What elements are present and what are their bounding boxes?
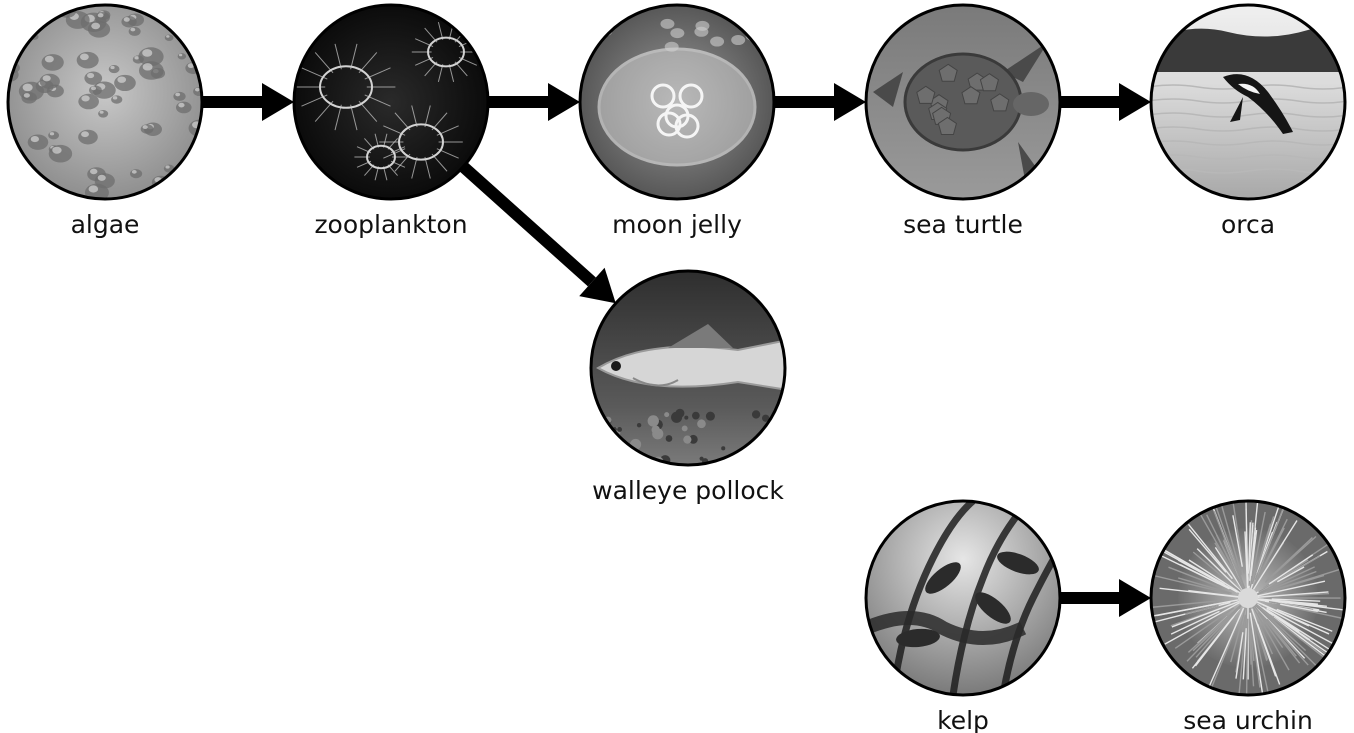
orca-label: orca	[1221, 210, 1275, 239]
node-sea-turtle: sea turtle	[866, 5, 1060, 239]
node-sea-urchin: sea urchin	[1144, 495, 1349, 733]
node-kelp: kelp	[866, 501, 1060, 733]
node-orca: orca	[1148, 5, 1348, 239]
algae-label: algae	[71, 210, 140, 239]
moon-jelly-label: moon jelly	[612, 210, 742, 239]
sea-urchin-label: sea urchin	[1183, 706, 1313, 733]
sea-urchin-photo	[1144, 495, 1349, 703]
arrow-kelp-to-sea-urchin	[1060, 579, 1151, 617]
arrow-zooplankton-to-moon-jelly	[488, 83, 580, 121]
node-algae: algae	[0, 2, 211, 239]
kelp-label: kelp	[937, 706, 989, 733]
walleye-pollock-label: walleye pollock	[592, 476, 784, 505]
arrow-zooplankton-to-walleye-pollock	[463, 167, 615, 304]
arrow-sea-turtle-to-orca	[1060, 83, 1151, 121]
zooplankton-label: zooplankton	[314, 210, 467, 239]
node-moon-jelly: moon jelly	[580, 5, 774, 239]
node-zooplankton: zooplankton	[294, 5, 488, 239]
node-walleye-pollock: walleye pollock	[591, 271, 788, 505]
arrow-moon-jelly-to-sea-turtle	[774, 83, 866, 121]
algae-photo	[0, 2, 211, 201]
sea-turtle-label: sea turtle	[903, 210, 1023, 239]
arrow-algae-to-zooplankton	[202, 83, 294, 121]
